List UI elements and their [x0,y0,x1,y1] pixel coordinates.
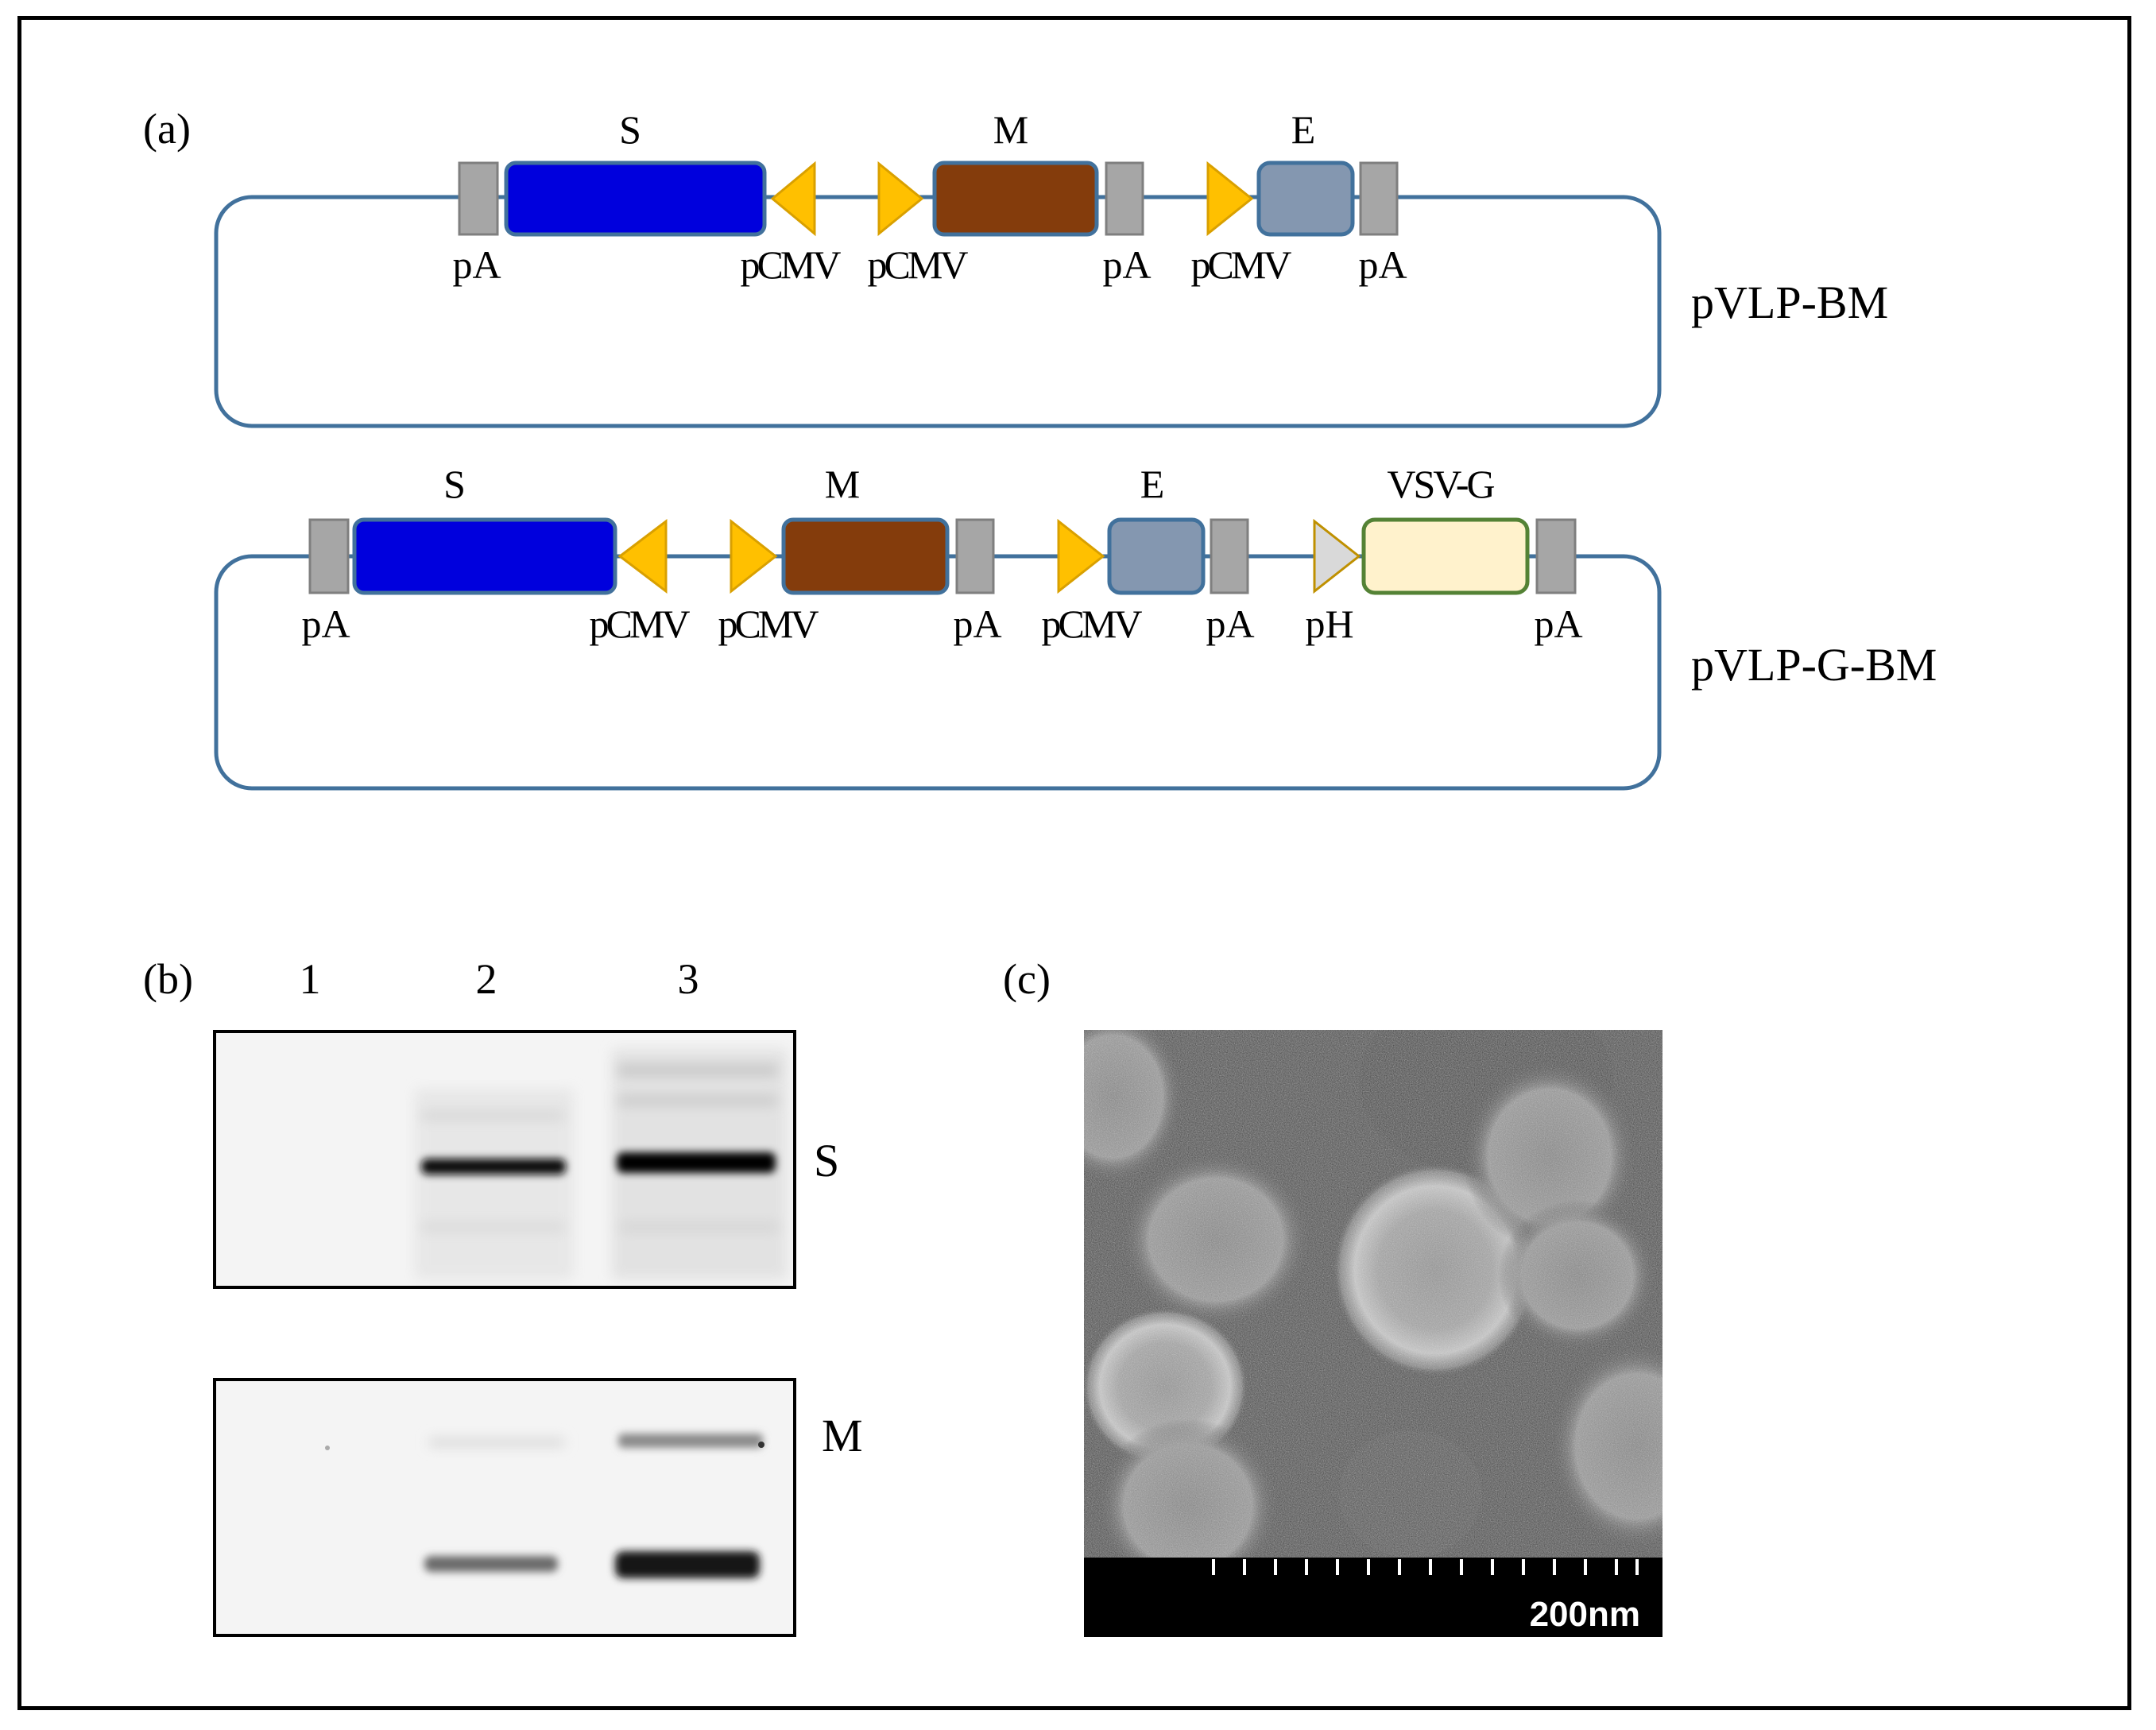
pcmv-promoter-left [617,518,668,594]
pa-element [308,518,350,594]
gene-label-s: S [619,107,641,152]
s-gene-block [352,517,617,595]
western-blot-m: M [213,1378,863,1637]
pa-element [1105,161,1144,236]
pcmv-promoter-right [730,518,778,594]
western-blot-s: S [213,1030,839,1289]
band-m-upper-lane-3 [618,1434,763,1448]
element-label-pa: pA [1102,242,1151,287]
tem-micrograph: 200nm [1084,1030,1662,1637]
panel-c-label: (c) [1003,955,1051,1003]
vsvg-gene-block [1361,517,1530,595]
element-label-pcmv: pCMV [741,242,842,287]
pcmv-promoter-right [877,161,924,237]
band-s-lane-2 [421,1159,566,1175]
band-m-lane-2 [424,1556,558,1572]
gene-label-e: E [1291,107,1316,152]
band-m-lane-3 [615,1551,760,1578]
virion-particle [1550,1343,1662,1550]
gene-label-vsvg: VSV-G [1387,462,1494,506]
pcmv-promoter-right [1057,518,1105,594]
pcmv-promoter-right [1206,161,1254,237]
blot-membrane [213,1378,796,1637]
m-gene-block [781,517,950,595]
construct-name: pVLP-BM [1691,277,1888,328]
blot-protein-label: M [822,1410,863,1461]
panel-b-label: (b) [143,955,193,1003]
lane-label: 2 [476,955,497,1003]
element-label-pcmv: pCMV [1042,602,1143,646]
element-label-pa: pA [1358,242,1407,287]
construct-name: pVLP-G-BM [1691,639,1937,691]
scale-bar-strip [1084,1558,1662,1637]
pa-element [458,161,499,236]
element-label-pa: pA [452,242,501,287]
ph-promoter [1313,518,1361,594]
pa-element [955,518,995,594]
element-label-pcmv: pCMV [1191,242,1292,287]
gene-label-e: E [1140,462,1165,506]
virion-particle [1084,1030,1184,1184]
lane-label: 3 [678,955,699,1003]
panel-a-label: (a) [143,105,191,153]
element-label-pa: pA [1206,602,1254,646]
pcmv-promoter-left [770,161,816,237]
virion-particle [1121,1152,1311,1327]
scale-bar-ticks [1212,1559,1639,1575]
gene-label-m: M [825,462,860,506]
band-s-lane-3 [617,1152,776,1173]
pa-element [1210,518,1249,594]
scale-bar-label: 200nm [1530,1595,1640,1634]
element-label-pa: pA [301,602,350,646]
element-label-pa: pA [953,602,1001,646]
element-label-pcmv: pCMV [590,602,691,646]
pa-element [1359,161,1399,236]
virion-particle [1097,1418,1279,1593]
m-gene-block [932,161,1099,237]
e-gene-block [1107,517,1206,595]
element-label-ph: pH [1305,602,1353,646]
element-label-pa: pA [1534,602,1582,646]
pa-element [1535,518,1577,594]
element-label-pcmv: pCMV [868,242,969,287]
construct-pvlp-g-bm: S M E VSV-G pA pCMV pCMV pA pCMV pA pH p… [214,462,1937,791]
lane-label: 1 [300,955,321,1003]
construct-pvlp-bm: S M E pA pCMV pCMV pA pCMV pA pVLP-BM [214,107,1888,428]
s-gene-block [504,161,767,237]
gene-label-m: M [993,107,1028,152]
element-label-pcmv: pCMV [718,602,819,646]
blot-protein-label: S [814,1135,839,1186]
figure-frame [17,16,2131,1710]
e-gene-block [1256,161,1355,237]
virion-particle [1498,1200,1657,1351]
gene-label-s: S [443,462,466,506]
